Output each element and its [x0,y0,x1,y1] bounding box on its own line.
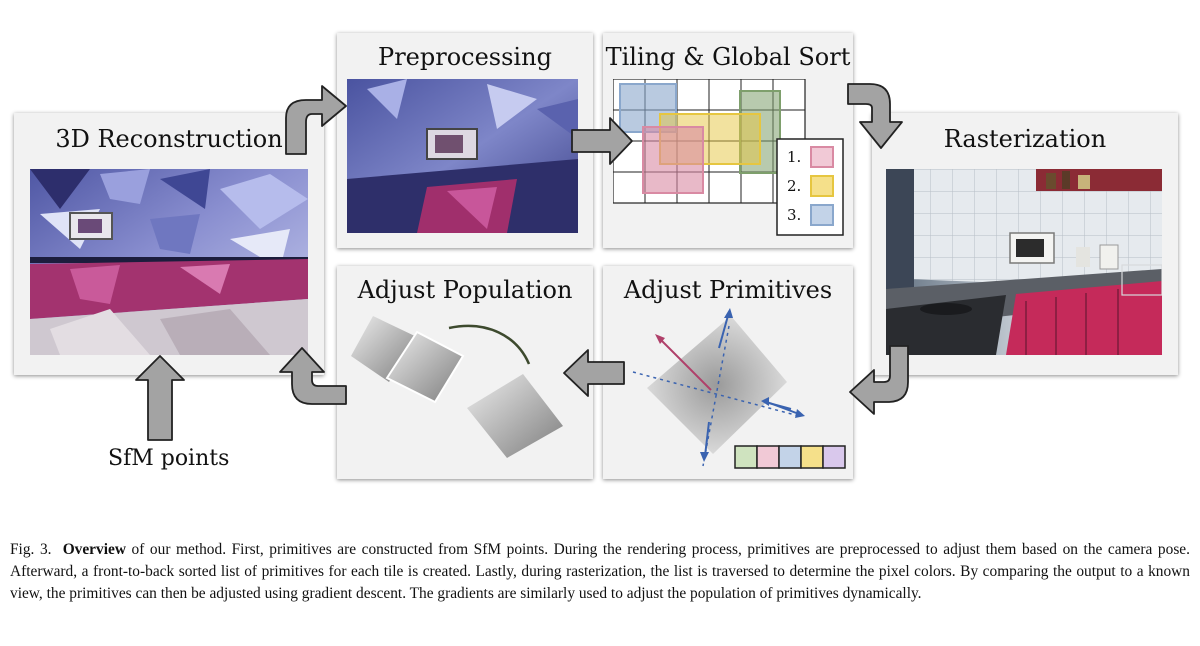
gradient-vector-blue-down-head [700,452,709,462]
sort-item-2-label: 2. [787,177,801,195]
sort-item-3-label: 3. [787,206,801,224]
sort-swatch-pink [810,146,834,168]
param-swatch-purple [822,445,846,469]
panel-preprocessing: Preprocessing [337,33,593,248]
panel-adjust-primitives: Adjust Primitives [603,266,853,479]
gradient-vector-blue-up-head [724,308,733,318]
adjust-primitives-diagram [632,308,846,469]
panel-tiling-global-sort: Tiling & Global Sort 1. 2. 3. [603,33,853,248]
axis-dotted-a [702,325,730,467]
arrow-primitives-to-population-icon [563,349,625,397]
sort-swatch-yellow [810,175,834,197]
axis-dotted-b [632,371,800,417]
gradient-vector-blue-left [764,401,792,410]
gradient-vector-blue-left-head [761,397,769,406]
arrow-reconstruction-to-preprocessing-icon [285,85,347,155]
gradient-vector-pink [658,337,712,391]
panel-title-adjust-primitives: Adjust Primitives [623,276,833,304]
arrow-tiling-to-rasterization-icon [847,83,903,149]
adjust-population-diagram [351,316,563,458]
panel-rasterization: Rasterization [872,113,1178,375]
panel-title-preprocessing: Preprocessing [378,43,552,71]
population-primitive-1 [351,316,419,382]
gradient-vector-blue-right-head [795,409,805,418]
tiling-diagram: 1. 2. 3. [613,79,844,236]
panel-title-adjust-population: Adjust Population [357,276,573,304]
sort-item-1-label: 1. [787,148,801,166]
flow-arrows [135,83,909,441]
sfm-points-label: SfM points [108,446,230,471]
rasterization-image [886,169,1162,355]
reconstruction-image [30,169,308,355]
arrow-preprocessing-to-tiling-icon [571,117,633,165]
arrow-sfm-up-icon [135,355,185,441]
caption-figure-label: Fig. 3. [10,541,52,558]
figure-caption: Fig. 3. Overview of our method. First, p… [10,539,1190,605]
gradient-vector-pink-head [655,334,665,344]
panel-title-rasterization: Rasterization [943,125,1107,153]
population-primitive-3 [467,374,563,458]
panel-3d-reconstruction: 3D Reconstruction [14,113,324,375]
population-primitive-2 [385,330,465,404]
overview-figure: 3D Reconstruction [14,33,1178,479]
gradient-vector-blue-down [704,421,710,457]
split-curve [448,324,531,365]
primitive-diamond [647,316,787,454]
caption-bold-term: Overview [62,541,126,558]
arrow-population-to-reconstruction-icon [279,347,347,405]
arrow-rasterization-to-primitives-icon [849,345,909,415]
panel-title-tiling: Tiling & Global Sort [605,43,851,71]
tile-square-pink [642,126,704,194]
caption-text: of our method. First, primitives are con… [10,541,1190,602]
panel-adjust-population: Adjust Population [337,266,593,479]
preprocessing-image [347,79,578,233]
panel-title-3d-reconstruction: 3D Reconstruction [55,125,283,153]
sort-swatch-blue [810,204,834,226]
